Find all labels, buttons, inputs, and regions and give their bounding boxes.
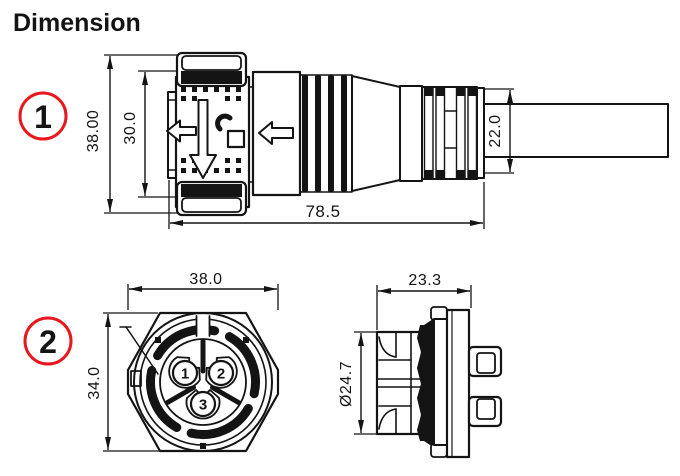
socket-leader-line	[119, 326, 159, 375]
socket-key-tab	[130, 370, 142, 387]
page-title: Dimension	[13, 9, 141, 37]
plug-down-arrow-icon	[189, 99, 217, 179]
plug-side-view	[166, 51, 669, 217]
socket-hex-flange	[126, 311, 280, 453]
badge-2-circle	[23, 316, 73, 366]
dim-plug-length: 78.5	[305, 202, 340, 221]
plug-bottom-latch	[175, 180, 248, 217]
dim-plug-overall-height: 38.00	[85, 110, 102, 153]
socket-bayonet-ring	[146, 325, 260, 439]
socket-side-dimensions	[354, 285, 472, 435]
pin-2-label: 2	[217, 366, 225, 383]
dim-plug-body-height: 30.0	[122, 111, 139, 144]
plug-taper-cone	[351, 75, 401, 192]
dim-socket-height: 34.0	[86, 366, 103, 399]
badge-1-circle	[18, 91, 68, 141]
badge-item-2: 2	[23, 316, 73, 366]
plug-left-arrow-icon	[166, 119, 197, 143]
dim-plug-tail-diameter: 22.0	[487, 114, 504, 147]
plug-cable	[483, 103, 669, 158]
socket-body-cylinder	[375, 330, 424, 436]
plug-top-latch	[175, 51, 248, 88]
plug-strain-relief	[399, 85, 485, 182]
plug-ribbed-section	[299, 74, 353, 193]
socket-outer-circle	[133, 312, 273, 452]
socket-bayonet-slots	[376, 332, 435, 434]
plug-rotate-icon	[215, 113, 233, 132]
socket-front-dimensions	[103, 284, 279, 452]
dim-socket-depth: 23.3	[408, 272, 441, 289]
dim-socket-width: 38.0	[189, 271, 222, 288]
socket-gasket	[417, 317, 436, 449]
socket-flange-plate-outer	[445, 308, 471, 459]
plug-rotate-square-icon	[226, 129, 246, 149]
badge-2-number: 2	[39, 324, 57, 360]
socket-y-divider	[165, 338, 241, 405]
dim-socket-diameter: Ø24.7	[338, 361, 355, 407]
socket-side-view	[375, 306, 503, 459]
plug-boot-end-cap	[476, 87, 485, 179]
socket-latch-tabs	[467, 345, 503, 428]
socket-keyway-notch	[195, 315, 211, 337]
plug-dimensions	[104, 54, 514, 229]
socket-flange-plate-inner	[433, 318, 448, 446]
pin-3-label: 3	[199, 397, 207, 414]
pin-1-label: 1	[181, 366, 189, 383]
badge-item-1: 1	[18, 91, 68, 141]
socket-pins	[171, 359, 235, 418]
coupling-left-arrow-icon	[258, 121, 294, 145]
badge-1-number: 1	[34, 99, 52, 135]
socket-front-view	[119, 311, 280, 453]
